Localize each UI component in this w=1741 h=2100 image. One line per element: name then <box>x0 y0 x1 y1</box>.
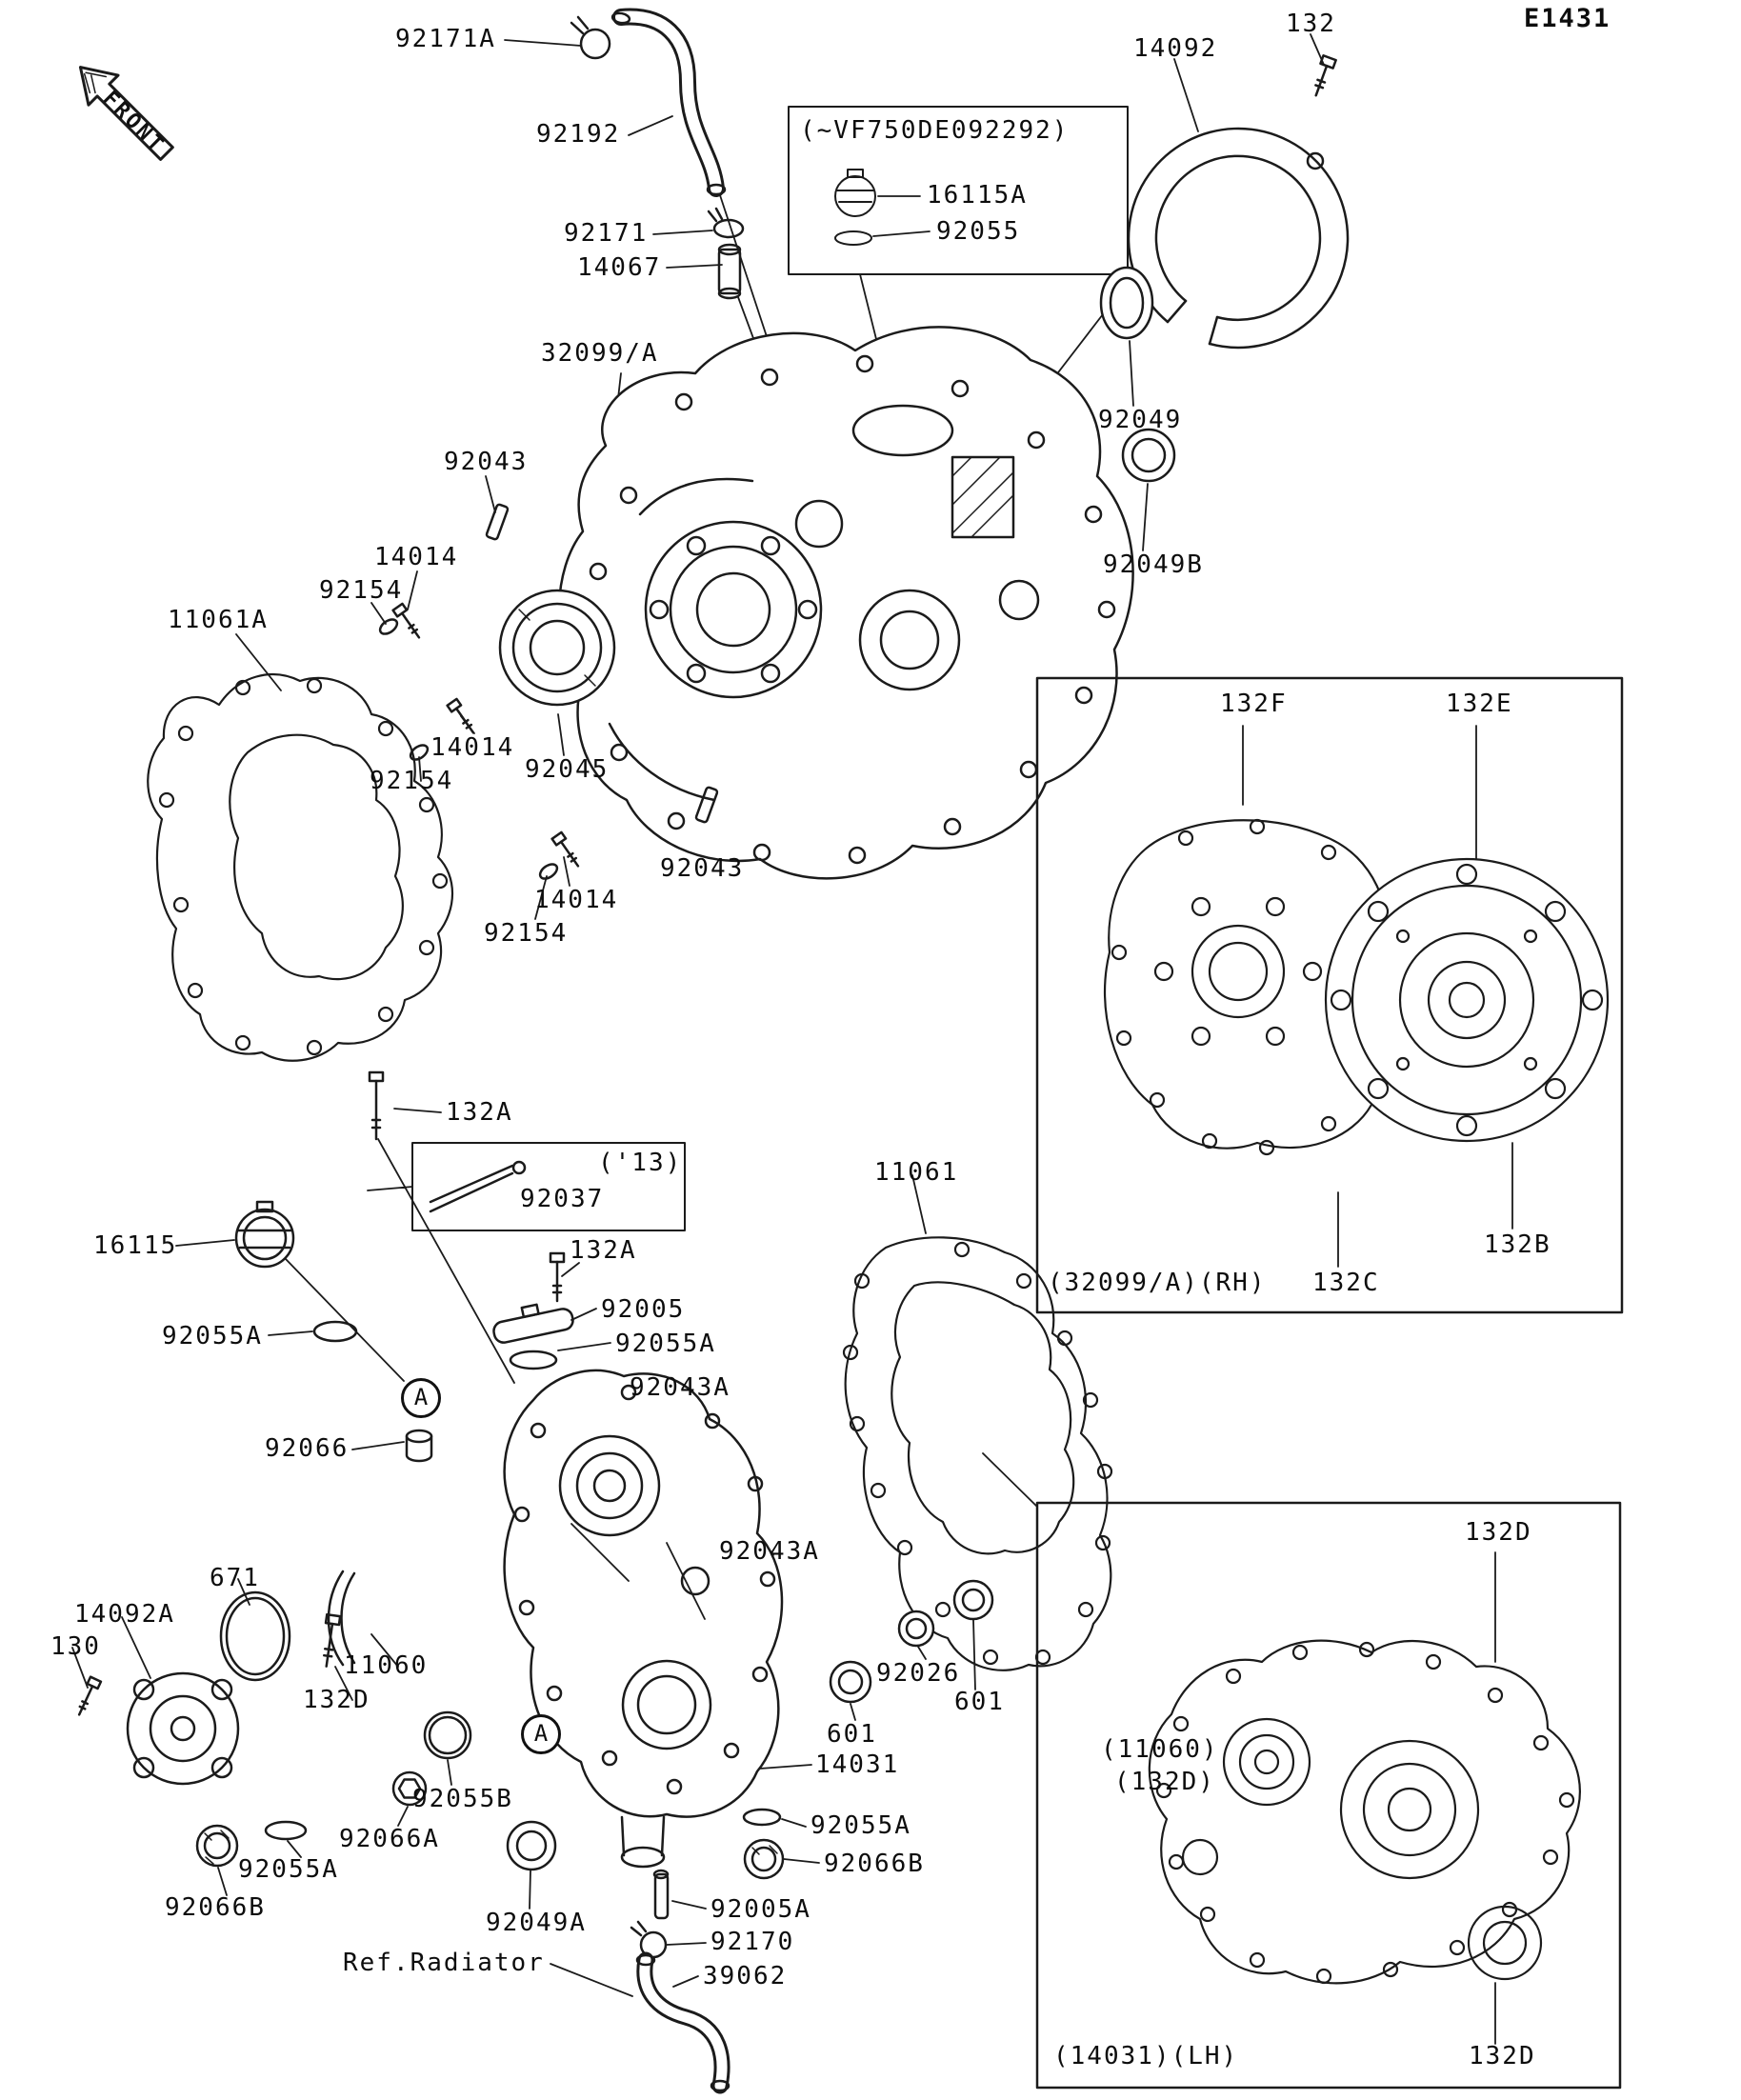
part-label-92026: 92026 <box>876 1659 961 1688</box>
part-label-92005a: 92005A <box>710 1895 811 1924</box>
part-label-14031: 14031 <box>815 1750 900 1779</box>
part-label-16115a: 16115A <box>927 181 1028 210</box>
part-label-14014: 14014 <box>534 886 619 914</box>
variant-box-art <box>788 106 1129 275</box>
part-label-132d: 132D <box>1465 1518 1532 1547</box>
part-label-11061: 11061 <box>874 1158 959 1187</box>
part-label-92055b: 92055B <box>412 1785 513 1813</box>
part-label-92043: 92043 <box>660 854 745 883</box>
cover-14031-art <box>503 1369 784 1869</box>
part-label-132e: 132E <box>1446 690 1513 718</box>
part-label-92154: 92154 <box>370 767 454 795</box>
part-label-132b: 132B <box>1484 1230 1551 1259</box>
part-label-11061a: 11061A <box>168 606 269 634</box>
diagram-code: E1431 <box>1524 4 1611 33</box>
part-label-39062: 39062 <box>703 1962 788 1990</box>
ring-cover-14092-art <box>1127 54 1350 350</box>
part-label-14031lh: (14031)(LH) <box>1053 2042 1239 2070</box>
part-label-132d: 132D <box>1469 2042 1536 2070</box>
part-label-132f: 132F <box>1220 690 1288 718</box>
part-label-92055a: 92055A <box>810 1811 911 1840</box>
cover-14092a-art <box>77 1570 785 1880</box>
part-label-14014: 14014 <box>430 733 515 762</box>
part-label-92066b: 92066B <box>165 1893 266 1922</box>
part-label-132d: 132D <box>303 1686 370 1714</box>
part-label-132d: (132D) <box>1114 1768 1215 1796</box>
part-label-13: ('13) <box>598 1149 683 1177</box>
part-label-92055a: 92055A <box>238 1855 339 1884</box>
part-label-32099a: 32099/A <box>541 339 659 368</box>
part-label-32099arh: (32099/A)(RH) <box>1048 1269 1267 1297</box>
front-arrow-label: FRONT <box>98 87 170 158</box>
part-label-92170: 92170 <box>710 1928 795 1956</box>
part-label-vf750de092292: (~VF750DE092292) <box>800 116 1070 145</box>
part-label-92055: 92055 <box>936 217 1021 246</box>
part-label-92055a: 92055A <box>615 1330 716 1358</box>
part-label-16115: 16115 <box>93 1231 178 1260</box>
part-label-92171a: 92171A <box>395 25 496 53</box>
main-cover-art <box>378 326 1134 880</box>
part-label-92049b: 92049B <box>1103 550 1204 579</box>
part-label-601: 601 <box>827 1720 877 1749</box>
part-label-11060: (11060) <box>1101 1735 1219 1764</box>
part-label-92045: 92045 <box>525 755 610 784</box>
part-label-92043a: 92043A <box>630 1373 730 1402</box>
part-label-a: A <box>401 1378 441 1418</box>
hose-39062-art <box>630 1869 730 2094</box>
gasket-11061a-art <box>147 673 454 1062</box>
part-label-92154: 92154 <box>319 576 404 605</box>
part-label-130: 130 <box>50 1632 101 1661</box>
part-label-refradiator: Ref.Radiator <box>343 1949 545 1977</box>
part-label-92154: 92154 <box>484 919 569 948</box>
part-label-92055a: 92055A <box>162 1322 263 1350</box>
part-label-601: 601 <box>954 1688 1005 1716</box>
inset-box-2-art <box>1035 1501 1622 2090</box>
part-label-14014: 14014 <box>374 543 459 571</box>
part-label-11060: 11060 <box>344 1651 429 1680</box>
part-label-14067: 14067 <box>577 253 662 282</box>
part-label-92043a: 92043A <box>719 1537 820 1566</box>
hose-92192-art <box>570 8 745 300</box>
part-label-14092a: 14092A <box>74 1600 175 1629</box>
part-label-92066b: 92066B <box>824 1850 925 1878</box>
middle-assembly-art <box>234 1070 772 1626</box>
part-label-92171: 92171 <box>564 219 649 248</box>
part-label-92066a: 92066A <box>339 1825 440 1853</box>
part-label-14092: 14092 <box>1133 34 1218 63</box>
part-label-92049: 92049 <box>1098 406 1183 434</box>
part-label-a: A <box>521 1714 561 1754</box>
part-label-92066: 92066 <box>265 1434 350 1463</box>
part-label-132: 132 <box>1286 10 1336 38</box>
part-label-671: 671 <box>210 1564 260 1592</box>
part-label-132c: 132C <box>1312 1269 1380 1297</box>
part-label-92043: 92043 <box>444 448 529 476</box>
part-label-92192: 92192 <box>536 120 621 149</box>
inset-box-1-art <box>1035 676 1624 1314</box>
seals-92049-art <box>1099 266 1176 483</box>
part-label-132a: 132A <box>446 1098 513 1127</box>
part-label-132a: 132A <box>570 1236 637 1265</box>
part-label-92005: 92005 <box>601 1295 686 1324</box>
front-arrow-icon: FRONT <box>78 66 174 161</box>
gasket-11061-art <box>842 1236 1113 1671</box>
part-label-92049a: 92049A <box>486 1909 587 1937</box>
bearings-art <box>829 1579 994 1704</box>
part-label-92037: 92037 <box>520 1185 605 1213</box>
